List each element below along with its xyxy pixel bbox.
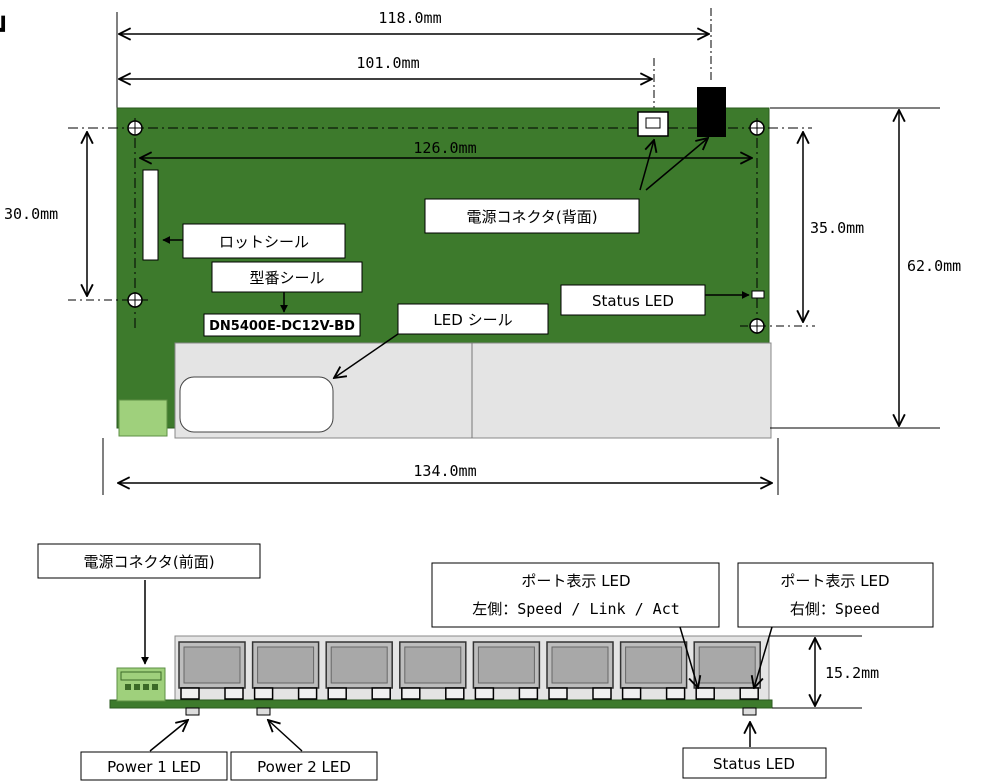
status-led-top [751, 290, 765, 299]
port-led [180, 687, 200, 700]
mounting-hole-top-right [749, 120, 765, 136]
rj45-port [399, 641, 467, 689]
label-port-led-right-1: ポート表示 LED [780, 572, 889, 590]
label-power-connector-front: 電源コネクタ(前面) [83, 553, 214, 571]
port-led [327, 687, 347, 700]
mounting-hole-top-left [127, 120, 143, 136]
label-port-led-left-1: ポート表示 LED [521, 572, 630, 590]
led-seal-area [179, 376, 334, 433]
port-led [665, 687, 686, 700]
label-port-led-right-2: 右側：Speed [790, 600, 880, 618]
status-led-body-front [742, 707, 757, 716]
label-status-led-top: Status LED [592, 292, 674, 310]
port-led [518, 687, 539, 700]
power1-led-body [185, 707, 200, 716]
port-led [253, 687, 274, 700]
mounting-hole-bottom-right [749, 318, 765, 334]
rj45-port [325, 641, 393, 689]
front-view: 電源コネクタ(前面) ポート表示 LED 左側：Speed / Link / A… [37, 543, 934, 781]
label-port-led-left-2: 左側：Speed / Link / Act [472, 600, 680, 618]
dim-134mm: 134.0mm [413, 462, 476, 480]
label-model-seal: 型番シール [249, 269, 324, 287]
corner-mark: ┛ [0, 15, 10, 44]
label-power2-led: Power 2 LED [257, 758, 351, 776]
dim-15-2mm: 15.2mm [825, 664, 879, 682]
rj45-port [251, 641, 320, 689]
rj45-port [472, 641, 541, 689]
dim-126mm: 126.0mm [413, 139, 476, 157]
rj45-ports [178, 641, 761, 700]
power-connector-jack [697, 87, 726, 137]
power2-led-body [256, 707, 271, 716]
rj45-port [619, 641, 688, 689]
dim-35mm: 35.0mm [810, 219, 864, 237]
port-led [401, 687, 421, 700]
port-led [224, 687, 244, 700]
port-led [621, 687, 642, 700]
top-view: 118.0mm 101.0mm 126.0mm 30.0mm 35.0mm 62… [4, 8, 961, 495]
terminal-block-front [116, 667, 166, 702]
mounting-hole-bottom-left [127, 292, 143, 308]
dim-30mm: 30.0mm [4, 205, 58, 223]
pcb-edge-front [109, 699, 773, 709]
label-lot-seal: ロットシール [219, 233, 309, 251]
rj45-port [178, 641, 246, 689]
model-number: DN5400E-DC12V-BD [209, 319, 355, 334]
port-led [592, 687, 612, 700]
dim-101mm: 101.0mm [356, 54, 419, 72]
port-led [371, 687, 391, 700]
label-led-seal: LED シール [433, 311, 512, 329]
rj45-port [546, 641, 614, 689]
port-led [695, 687, 715, 700]
label-power1-led: Power 1 LED [107, 758, 201, 776]
terminal-block [118, 399, 168, 437]
dim-62mm: 62.0mm [907, 257, 961, 275]
label-status-led-front: Status LED [713, 755, 795, 773]
power-connector-small [637, 111, 669, 137]
port-led [739, 687, 759, 700]
port-led [445, 687, 465, 700]
port-led [297, 687, 318, 700]
dim-118mm: 118.0mm [378, 9, 441, 27]
port-led [474, 687, 495, 700]
label-power-connector-back: 電源コネクタ(背面) [466, 208, 597, 226]
rj45-port [693, 641, 761, 689]
port-led [548, 687, 568, 700]
lot-seal [142, 169, 159, 261]
